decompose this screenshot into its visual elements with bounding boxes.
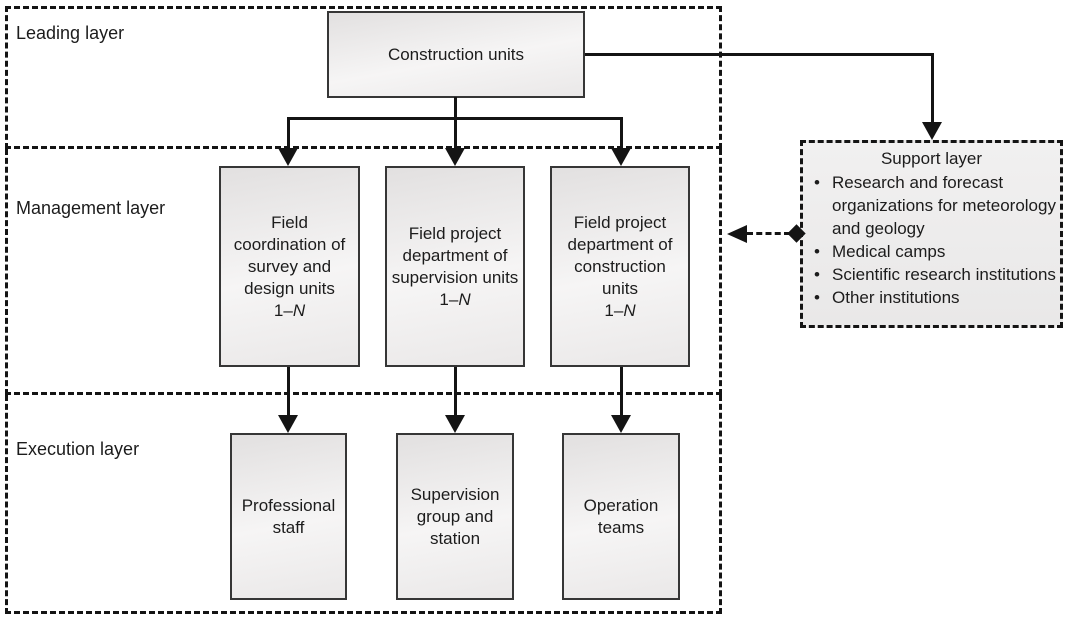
execution-layer-label: Execution layer: [16, 439, 140, 459]
node-field-coordination: Field coordination of survey and design …: [219, 166, 360, 367]
connector-exec-right-stem: [620, 367, 623, 415]
execution-layer-frame: [5, 395, 722, 614]
connector-drop-middle: [454, 117, 457, 150]
support-item: •Research and forecast organizations for…: [814, 173, 1056, 238]
node-construction-department: Field project department of construction…: [550, 166, 690, 367]
arrowhead-down-icon: [278, 148, 298, 166]
node-supervision-department-label: Field project department of supervision …: [391, 223, 519, 287]
connector-drop-left: [287, 117, 290, 150]
arrowhead-left-icon: [727, 225, 747, 243]
support-item: •Other institutions: [814, 288, 960, 307]
arrowhead-down-icon: [445, 148, 465, 166]
connector-exec-left-stem: [287, 367, 290, 415]
connector-support-vertical: [931, 53, 934, 122]
arrowhead-down-icon: [922, 122, 942, 140]
arrowhead-down-icon: [445, 415, 465, 433]
management-layer-label: Management layer: [16, 198, 166, 218]
node-supervision-group: Supervision group and station: [396, 433, 514, 600]
arrowhead-down-icon: [611, 148, 631, 166]
management-layer-frame: [5, 149, 722, 395]
connector-exec-middle-stem: [454, 367, 457, 415]
leading-layer-frame: [5, 6, 722, 149]
arrowhead-down-icon: [611, 415, 631, 433]
connector-drop-right: [620, 117, 623, 150]
bullet-icon: •: [814, 265, 820, 284]
leading-layer-label: Leading layer: [16, 23, 125, 43]
node-construction-units-label: Construction units: [387, 44, 525, 64]
node-professional-staff-label: Professional staff: [241, 495, 336, 537]
bullet-icon: •: [814, 173, 820, 192]
node-supervision-department-range: 1–N: [439, 289, 471, 309]
node-field-coordination-label: Field coordination of survey and design …: [233, 212, 346, 298]
connector-support-dashed-line: [747, 232, 790, 235]
support-item: •Medical camps: [814, 242, 946, 261]
node-professional-staff: Professional staff: [230, 433, 347, 600]
node-construction-department-label: Field project department of construction…: [567, 212, 673, 298]
bullet-icon: •: [814, 242, 820, 261]
node-construction-units: Construction units: [327, 11, 585, 98]
node-field-coordination-range: 1–N: [273, 300, 306, 320]
support-layer-box: Support layer •Research and forecast org…: [800, 140, 1063, 328]
node-supervision-group-label: Supervision group and station: [410, 484, 500, 548]
connector-construction-stem: [454, 97, 457, 120]
node-operation-teams: Operation teams: [562, 433, 680, 600]
support-item: •Scientific research institutions: [814, 265, 1056, 284]
node-construction-department-range: 1–N: [604, 300, 636, 320]
support-layer-title: Support layer: [880, 149, 983, 168]
arrowhead-down-icon: [278, 415, 298, 433]
node-supervision-department: Field project department of supervision …: [385, 166, 525, 367]
connector-support-horizontal: [585, 53, 934, 56]
bullet-icon: •: [814, 288, 820, 307]
node-operation-teams-label: Operation teams: [583, 495, 659, 537]
support-item-list: •Research and forecast organizations for…: [803, 171, 1060, 309]
